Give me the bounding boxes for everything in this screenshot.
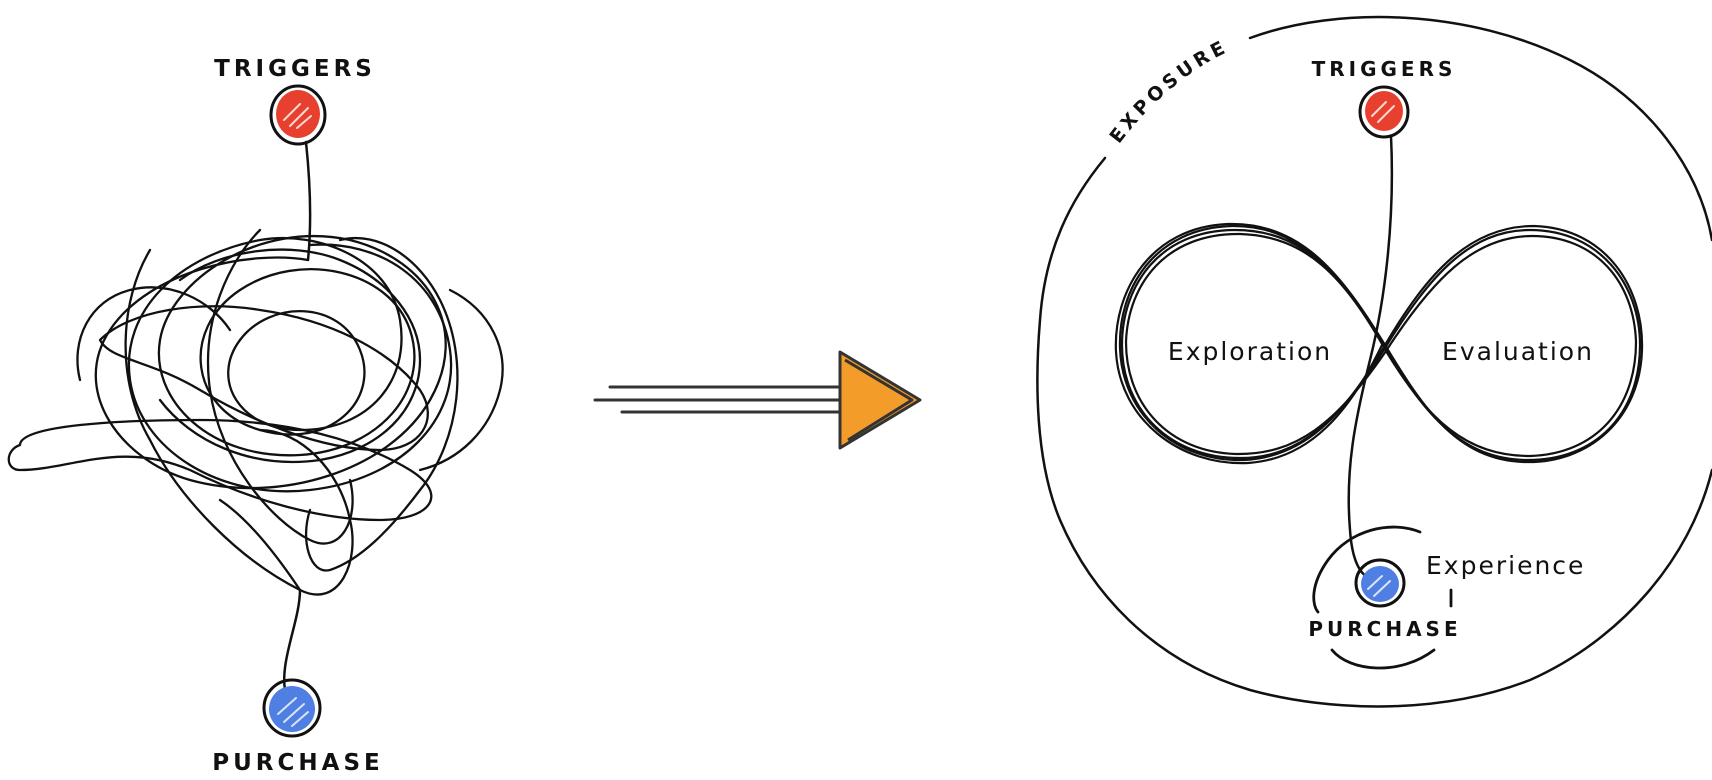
exposure-label: EXPOSURE	[1105, 36, 1232, 148]
tangle-scribble	[9, 230, 503, 595]
right-trigger-dot-icon	[1360, 87, 1408, 137]
right-purchase-dot-icon	[1356, 560, 1404, 606]
right-triggers-label: TRIGGERS	[1312, 57, 1457, 81]
experience-label: Experience	[1426, 551, 1585, 580]
exploration-label: Exploration	[1168, 337, 1332, 366]
left-purchase-label: PURCHASE	[212, 750, 383, 776]
svg-text:EXPOSURE: EXPOSURE	[1105, 36, 1232, 148]
left-trigger-dot-icon	[271, 86, 325, 144]
messy-journey: TRIGGERS	[9, 56, 503, 776]
organised-journey: EXPOSURE TRIGGERS Exploration Evaluation	[1037, 17, 1712, 706]
left-triggers-label: TRIGGERS	[214, 56, 376, 82]
evaluation-label: Evaluation	[1442, 337, 1594, 366]
right-purchase-label: PURCHASE	[1308, 617, 1461, 641]
transition-arrow-icon	[595, 352, 920, 448]
journey-path	[1349, 136, 1392, 578]
left-purchase-dot-icon	[264, 680, 320, 736]
